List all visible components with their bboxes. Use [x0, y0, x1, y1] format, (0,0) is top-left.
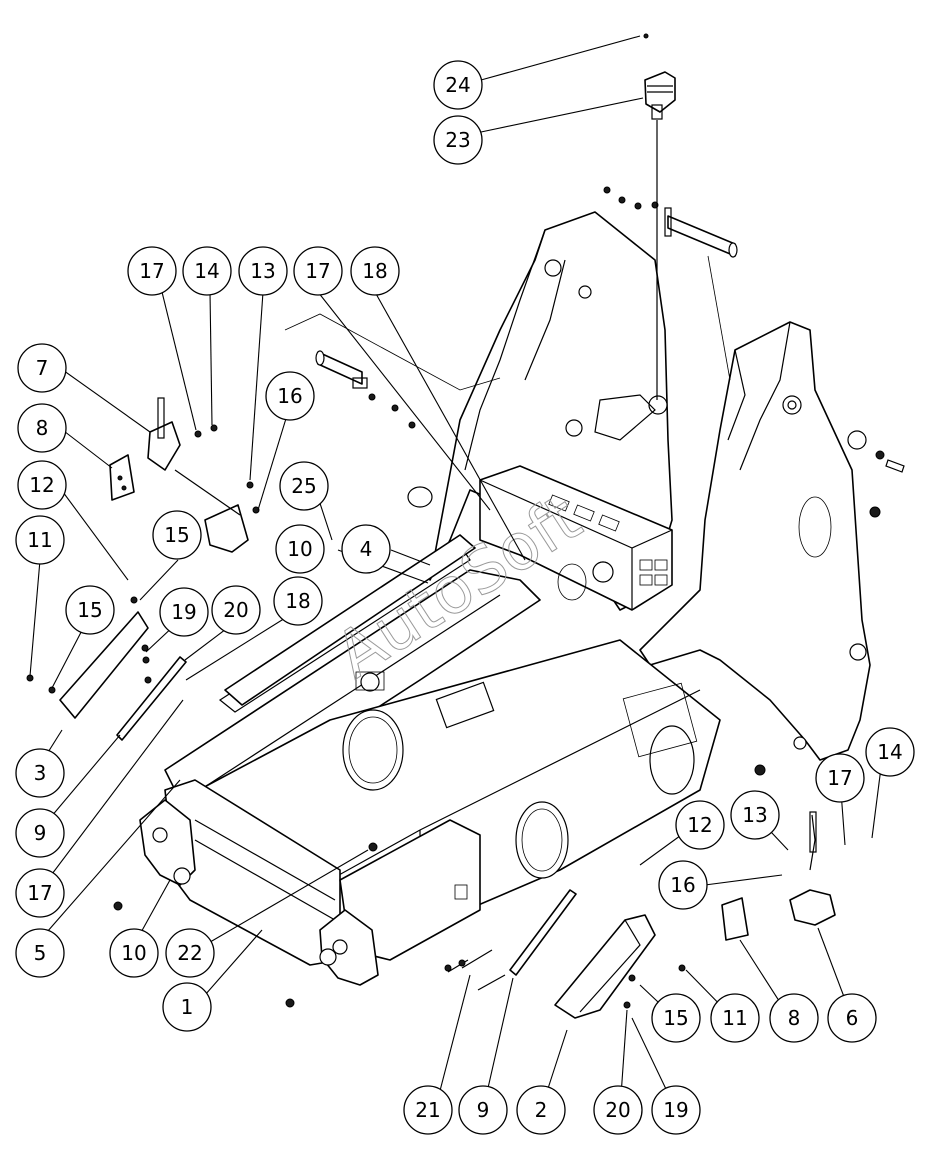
- callout-bubbles: 24 23 17 14 13 17 18 7 16 8 25 12 10 4 1…: [15, 60, 915, 1135]
- callout-23: 23: [433, 115, 483, 165]
- callout-9-b: 9: [458, 1085, 508, 1135]
- callout-10-b: 10: [109, 928, 159, 978]
- svg-text:15: 15: [663, 1006, 688, 1030]
- callout-21: 21: [403, 1085, 453, 1135]
- svg-text:10: 10: [121, 941, 146, 965]
- cover-2: [554, 914, 656, 1019]
- callout-1: 1: [162, 982, 212, 1032]
- svg-text:11: 11: [27, 528, 52, 552]
- bracket-6: [789, 889, 836, 926]
- right-upright-panel: [639, 321, 871, 761]
- svg-text:18: 18: [362, 259, 387, 283]
- callout-9-a: 9: [15, 808, 65, 858]
- callout-11-b: 11: [710, 993, 760, 1043]
- callout-12-a: 12: [17, 460, 67, 510]
- callout-5: 5: [15, 928, 65, 978]
- svg-text:24: 24: [445, 73, 470, 97]
- svg-text:13: 13: [742, 803, 767, 827]
- callout-17-d: 17: [815, 753, 865, 803]
- callout-15-a: 15: [152, 510, 202, 560]
- callout-20-b: 20: [593, 1085, 643, 1135]
- callout-13-a: 13: [238, 246, 288, 296]
- callout-8-b: 8: [769, 993, 819, 1043]
- svg-text:15: 15: [164, 523, 189, 547]
- bracket-7: [147, 421, 181, 471]
- svg-text:9: 9: [34, 821, 47, 845]
- callout-11-a: 11: [15, 515, 65, 565]
- svg-text:1: 1: [181, 995, 194, 1019]
- svg-text:12: 12: [29, 473, 54, 497]
- strip-9-left: [116, 656, 187, 741]
- callout-25: 25: [279, 461, 329, 511]
- svg-text:4: 4: [360, 537, 373, 561]
- callout-19-a: 19: [159, 587, 209, 637]
- callout-7: 7: [17, 343, 67, 393]
- svg-text:16: 16: [670, 873, 695, 897]
- callout-4: 4: [341, 524, 391, 574]
- bushing-left: [407, 486, 433, 508]
- svg-text:20: 20: [223, 598, 248, 622]
- callout-3: 3: [15, 748, 65, 798]
- svg-text:16: 16: [277, 384, 302, 408]
- svg-text:8: 8: [36, 416, 49, 440]
- svg-text:14: 14: [877, 740, 902, 764]
- callout-8-a: 8: [17, 403, 67, 453]
- svg-text:12: 12: [687, 813, 712, 837]
- svg-text:15: 15: [77, 598, 102, 622]
- callout-17-a: 17: [127, 246, 177, 296]
- strip-9-right: [509, 889, 577, 976]
- callout-2: 2: [516, 1085, 566, 1135]
- svg-text:9: 9: [477, 1098, 490, 1122]
- main-frame-drawing: [26, 33, 905, 1019]
- svg-text:23: 23: [445, 128, 470, 152]
- callout-12-b: 12: [675, 800, 725, 850]
- upper-pivot-pin: [667, 215, 736, 257]
- callout-18-b: 18: [273, 576, 323, 626]
- bushing-mid: [592, 561, 614, 583]
- callout-10-a: 10: [275, 524, 325, 574]
- svg-text:17: 17: [139, 259, 164, 283]
- svg-text:19: 19: [663, 1098, 688, 1122]
- callout-16-b: 16: [658, 860, 708, 910]
- callout-6: 6: [827, 993, 877, 1043]
- callout-18-a: 18: [350, 246, 400, 296]
- svg-text:20: 20: [605, 1098, 630, 1122]
- callout-17-b: 17: [293, 246, 343, 296]
- callout-14-a: 14: [182, 246, 232, 296]
- svg-text:17: 17: [27, 881, 52, 905]
- svg-text:5: 5: [34, 941, 47, 965]
- plate-8-right: [721, 897, 749, 941]
- svg-text:14: 14: [194, 259, 219, 283]
- svg-text:19: 19: [171, 600, 196, 624]
- svg-text:10: 10: [287, 537, 312, 561]
- callout-15-b: 15: [65, 585, 115, 635]
- svg-text:6: 6: [846, 1006, 859, 1030]
- mount-arm-left: [204, 504, 249, 553]
- svg-text:25: 25: [291, 474, 316, 498]
- svg-text:13: 13: [250, 259, 275, 283]
- svg-text:18: 18: [285, 589, 310, 613]
- callout-22: 22: [165, 928, 215, 978]
- callout-13-b: 13: [730, 790, 780, 840]
- svg-text:3: 3: [34, 761, 47, 785]
- svg-text:22: 22: [177, 941, 202, 965]
- svg-text:17: 17: [827, 766, 852, 790]
- callout-14-b: 14: [865, 727, 915, 777]
- svg-text:2: 2: [535, 1098, 548, 1122]
- callout-24: 24: [433, 60, 483, 110]
- svg-text:7: 7: [36, 356, 49, 380]
- svg-text:17: 17: [305, 259, 330, 283]
- svg-text:8: 8: [788, 1006, 801, 1030]
- callout-15-c: 15: [651, 993, 701, 1043]
- callout-17-c: 17: [15, 868, 65, 918]
- svg-text:21: 21: [415, 1098, 440, 1122]
- callout-16-a: 16: [265, 371, 315, 421]
- left-pivot-pin: [317, 351, 363, 385]
- callout-20-a: 20: [211, 585, 261, 635]
- svg-text:11: 11: [722, 1006, 747, 1030]
- callout-19-b: 19: [651, 1085, 701, 1135]
